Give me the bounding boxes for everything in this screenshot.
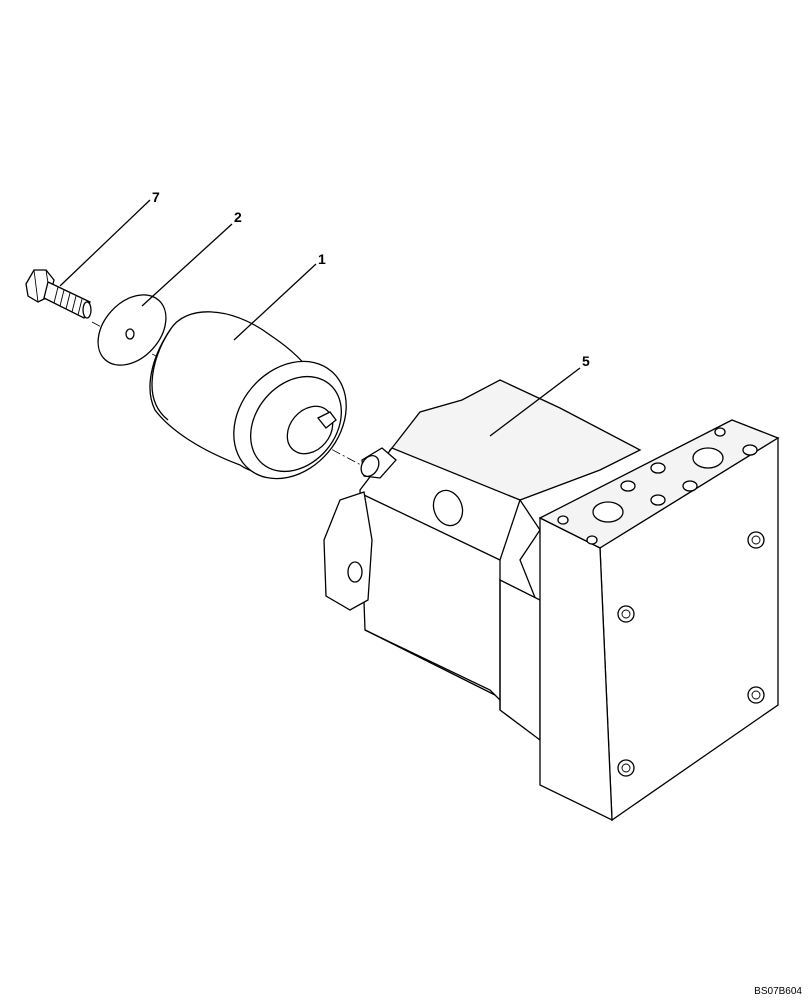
washer-part	[97, 294, 167, 366]
coupling-part	[149, 311, 347, 480]
callout-motor: 5	[582, 353, 590, 369]
motor-part	[323, 379, 780, 822]
callout-bolt: 7	[152, 189, 160, 205]
leader-lines	[59, 199, 581, 437]
drawing-code: BS07B604	[754, 986, 802, 997]
callout-coupling: 1	[318, 251, 326, 267]
callout-washer: 2	[234, 209, 242, 225]
bolt-part	[25, 269, 92, 319]
